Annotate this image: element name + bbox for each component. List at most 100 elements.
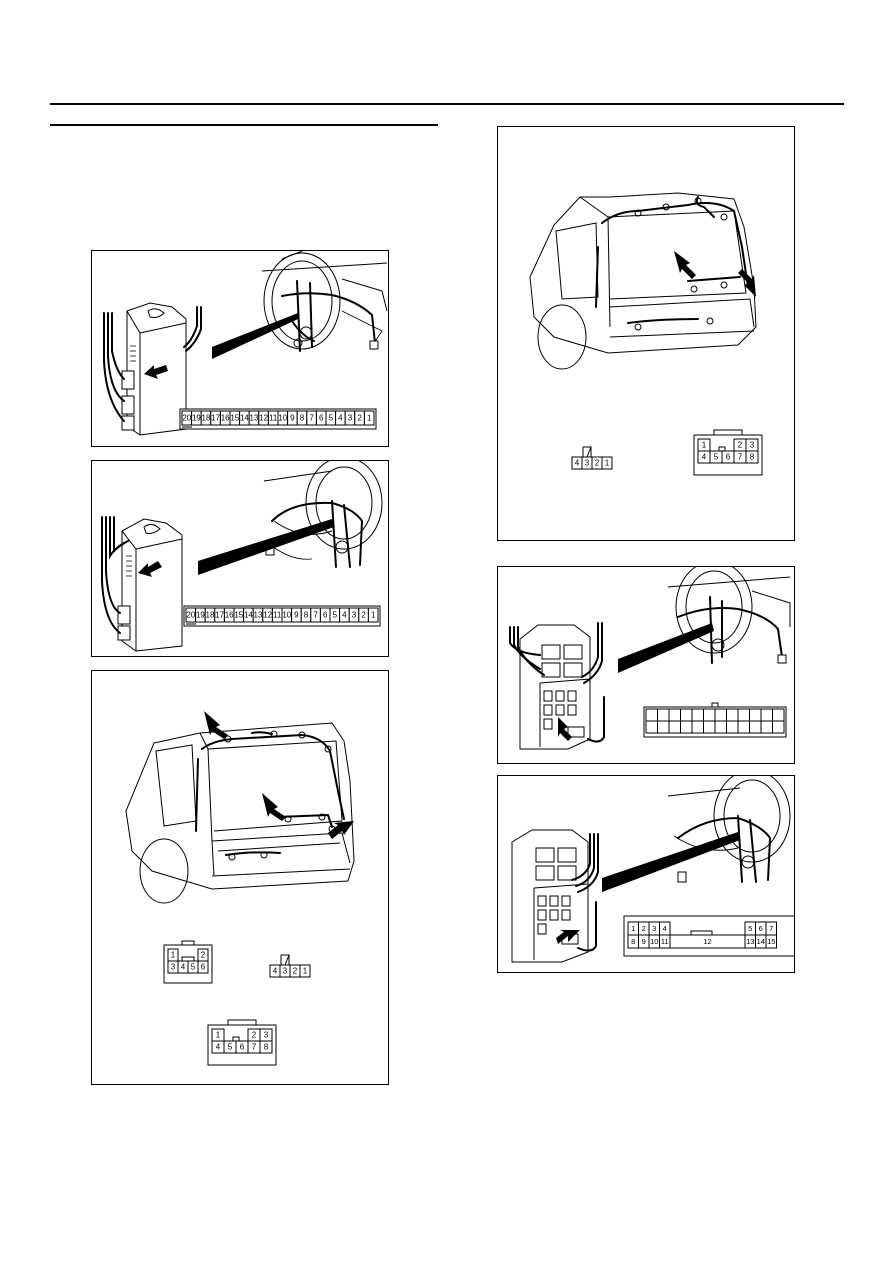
pin-number: 1	[303, 967, 308, 976]
pin-number: 12	[703, 937, 711, 946]
pin-number: 1	[216, 1031, 221, 1040]
pin-number: 2	[357, 414, 362, 423]
pin-number: 5	[714, 453, 719, 462]
pin-number: 16	[225, 611, 234, 620]
pin-number: 15	[230, 414, 239, 423]
pin-number: 18	[202, 414, 211, 423]
arrow-icon	[738, 269, 756, 297]
pin-number: 2	[361, 611, 366, 620]
pin-cell	[601, 456, 613, 470]
pin-number: 1	[605, 459, 610, 468]
pin-number: 12	[259, 414, 268, 423]
arrow-icon	[556, 930, 580, 944]
pin-number: 19	[192, 414, 201, 423]
pin-number: 7	[309, 414, 314, 423]
pin-number: 7	[313, 611, 318, 620]
pin-cell	[680, 708, 693, 722]
pin-number: 4	[181, 963, 186, 972]
pin-number: 10	[650, 937, 658, 946]
junction-block-icon	[121, 302, 187, 436]
pin-number: 1	[702, 441, 707, 450]
pin-number: 6	[201, 963, 206, 972]
pin-number: 8	[300, 414, 305, 423]
pin-number: 10	[278, 414, 287, 423]
pin-number: 7	[252, 1043, 257, 1052]
pin-number: 13	[746, 937, 754, 946]
pin-number: 3	[171, 963, 176, 972]
pin-number: 4	[342, 611, 347, 620]
pin-cell	[737, 720, 750, 734]
pin-cell	[668, 708, 681, 722]
pin-number: 6	[319, 414, 324, 423]
pin-cell	[749, 708, 762, 722]
pin-number: 1	[631, 924, 635, 933]
pin-cell	[657, 720, 670, 734]
pin-cell	[749, 720, 762, 734]
pin-number: 3	[652, 924, 656, 933]
arrow-icon	[204, 711, 228, 739]
steering-wheel-icon	[667, 567, 791, 654]
pin-number: 6	[323, 611, 328, 620]
pin-number: 4	[702, 453, 707, 462]
pin-number: 10	[282, 611, 291, 620]
pin-cell	[363, 410, 375, 426]
pin-number: 3	[352, 611, 357, 620]
pin-cell	[726, 708, 739, 722]
pin-number: 6	[240, 1043, 245, 1052]
steering-wheel-icon	[261, 251, 388, 350]
junction-block-icon	[511, 829, 589, 963]
pin-number: 13	[250, 414, 259, 423]
pin-cell	[737, 708, 750, 722]
figure-5-panel	[497, 566, 795, 764]
pin-number: 2	[595, 459, 600, 468]
pin-number: 1	[371, 611, 376, 620]
pin-number: 4	[216, 1043, 221, 1052]
pin-number: 13	[254, 611, 263, 620]
pin-number: 5	[329, 414, 334, 423]
pin-cell	[691, 720, 704, 734]
arrow-icon	[262, 793, 286, 821]
pin-cell	[668, 720, 681, 734]
pin-number: 6	[726, 453, 731, 462]
pin-number: 5	[333, 611, 338, 620]
pin-cell	[745, 450, 759, 464]
pin-number: 2	[201, 951, 206, 960]
pin-number: 7	[769, 924, 773, 933]
pin-number: 14	[757, 937, 765, 946]
pin-cell	[680, 720, 693, 734]
connector-24pin-fig5	[643, 702, 787, 738]
pin-cell	[714, 720, 727, 734]
pin-number: 1	[367, 414, 372, 423]
pin-number: 11	[273, 611, 282, 620]
pin-cell	[760, 708, 773, 722]
pin-number: 2	[293, 967, 298, 976]
pin-number: 3	[750, 441, 755, 450]
junction-block-icon	[519, 624, 591, 750]
pin-number: 8	[264, 1043, 269, 1052]
arrow-icon	[674, 251, 696, 279]
top-rule	[50, 103, 844, 105]
pin-number: 17	[215, 611, 224, 620]
pin-number: 12	[263, 611, 272, 620]
pin-number: 8	[750, 453, 755, 462]
pin-number: 2	[642, 924, 646, 933]
pin-number: 4	[663, 924, 667, 933]
arrow-icon	[144, 365, 168, 379]
pin-cell	[772, 720, 785, 734]
pin-cell	[259, 1040, 273, 1054]
vehicle-rear-icon	[529, 192, 757, 370]
figure-5-illustration	[509, 567, 791, 750]
pin-number: 9	[290, 414, 295, 423]
pin-number: 7	[738, 453, 743, 462]
